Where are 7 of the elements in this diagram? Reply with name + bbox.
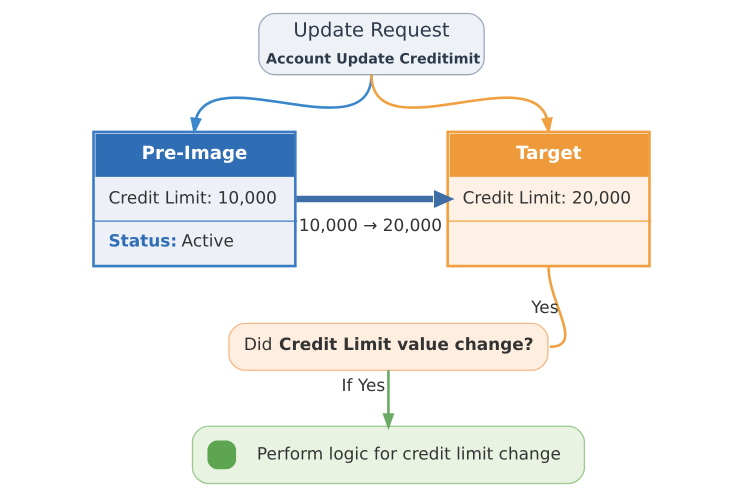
- arrow: [296, 190, 454, 208]
- edge-label: Yes: [530, 297, 558, 318]
- arrow: [190, 74, 372, 135]
- edge-label: If Yes: [341, 374, 385, 395]
- edge-label: 10,000 → 20,000: [298, 214, 442, 235]
- arrow: [370, 74, 552, 135]
- arrow: [382, 370, 394, 430]
